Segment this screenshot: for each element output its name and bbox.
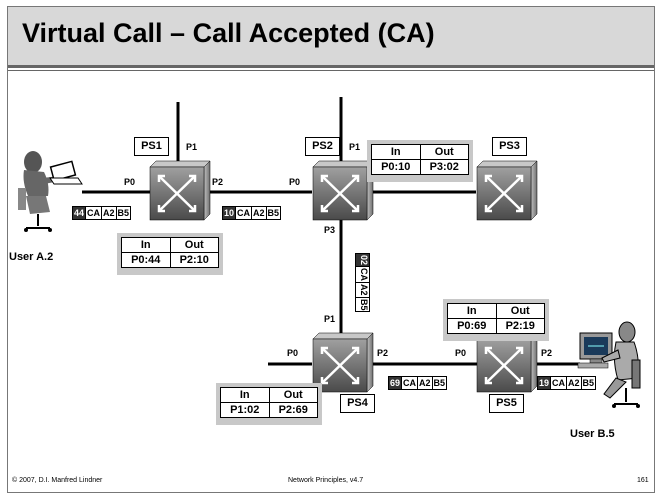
packet-ps1-ps2: 10 CA A2 B5 <box>222 206 281 220</box>
table-header-in: In <box>122 238 171 253</box>
switch-label-ps4: PS4 <box>340 394 375 413</box>
port-label: P2 <box>212 177 223 187</box>
port-label: P0 <box>289 177 300 187</box>
table-header-out: Out <box>170 238 219 253</box>
port-label: P0 <box>287 348 298 358</box>
table-cell-in: P0:44 <box>122 253 171 268</box>
packet-type: CA <box>402 377 418 389</box>
table-cell-out: P2:69 <box>269 403 318 418</box>
user-b-label: User B.5 <box>570 428 615 440</box>
footer-copyright: © 2007, D.I. Manfred Lindner <box>12 477 102 484</box>
user-b-icon <box>578 322 640 408</box>
packet-lci: 19 <box>538 377 551 389</box>
table-header-out: Out <box>496 304 545 319</box>
switch-ps5 <box>477 333 537 392</box>
table-header-in: In <box>448 304 497 319</box>
port-label: P0 <box>124 177 135 187</box>
port-label: P2 <box>541 348 552 358</box>
packet-user-a-ps1: 44 CA A2 B5 <box>72 206 131 220</box>
port-label: P0 <box>455 348 466 358</box>
port-label: P2 <box>377 348 388 358</box>
packet-type: CA <box>236 207 252 219</box>
table-cell-out: P2:19 <box>496 319 545 334</box>
packet-source: A2 <box>567 377 582 389</box>
table-cell-out: P2:10 <box>170 253 219 268</box>
packet-destination: B5 <box>582 377 596 389</box>
table-cell-in: P0:10 <box>372 160 421 175</box>
packet-ps5-user-b: 19 CA A2 B5 <box>537 376 596 390</box>
packet-lci: 10 <box>223 207 236 219</box>
packet-source: A2 <box>102 207 117 219</box>
packet-source: A2 <box>418 377 433 389</box>
packet-type: CA <box>356 267 369 283</box>
switch-label-ps5: PS5 <box>489 394 524 413</box>
user-a-label: User A.2 <box>9 251 53 263</box>
packet-lci: 02 <box>356 254 369 267</box>
table-cell-in: P0:69 <box>448 319 497 334</box>
table-cell-in: P1:02 <box>221 403 270 418</box>
switch-label-ps1: PS1 <box>134 137 169 156</box>
footer-course: Network Principles, v4.7 <box>288 477 363 484</box>
port-label: P1 <box>349 142 360 152</box>
table-header-in: In <box>221 388 270 403</box>
packet-destination: B5 <box>433 377 447 389</box>
port-label: P1 <box>324 314 335 324</box>
table-header-in: In <box>372 145 421 160</box>
packet-destination: B5 <box>267 207 281 219</box>
switch-ps1 <box>150 161 210 220</box>
packet-lci: 69 <box>389 377 402 389</box>
switch-ps4 <box>313 333 373 392</box>
switch-label-ps3: PS3 <box>492 137 527 156</box>
packet-source: A2 <box>356 283 369 298</box>
port-label: P3 <box>324 225 335 235</box>
port-label: P1 <box>186 142 197 152</box>
packet-ps2-ps4: 02 CA A2 B5 <box>355 253 370 312</box>
packet-type: CA <box>86 207 102 219</box>
packet-type: CA <box>551 377 567 389</box>
table-header-out: Out <box>420 145 469 160</box>
page-number: 161 <box>637 477 649 484</box>
table-cell-out: P3:02 <box>420 160 469 175</box>
packet-lci: 44 <box>73 207 86 219</box>
switch-label-ps2: PS2 <box>305 137 340 156</box>
packet-ps4-ps5: 69 CA A2 B5 <box>388 376 447 390</box>
table-header-out: Out <box>269 388 318 403</box>
switch-ps2 <box>313 161 373 220</box>
packet-destination: B5 <box>117 207 131 219</box>
packet-source: A2 <box>252 207 267 219</box>
switch-ps3 <box>477 161 537 220</box>
packet-destination: B5 <box>356 298 369 312</box>
